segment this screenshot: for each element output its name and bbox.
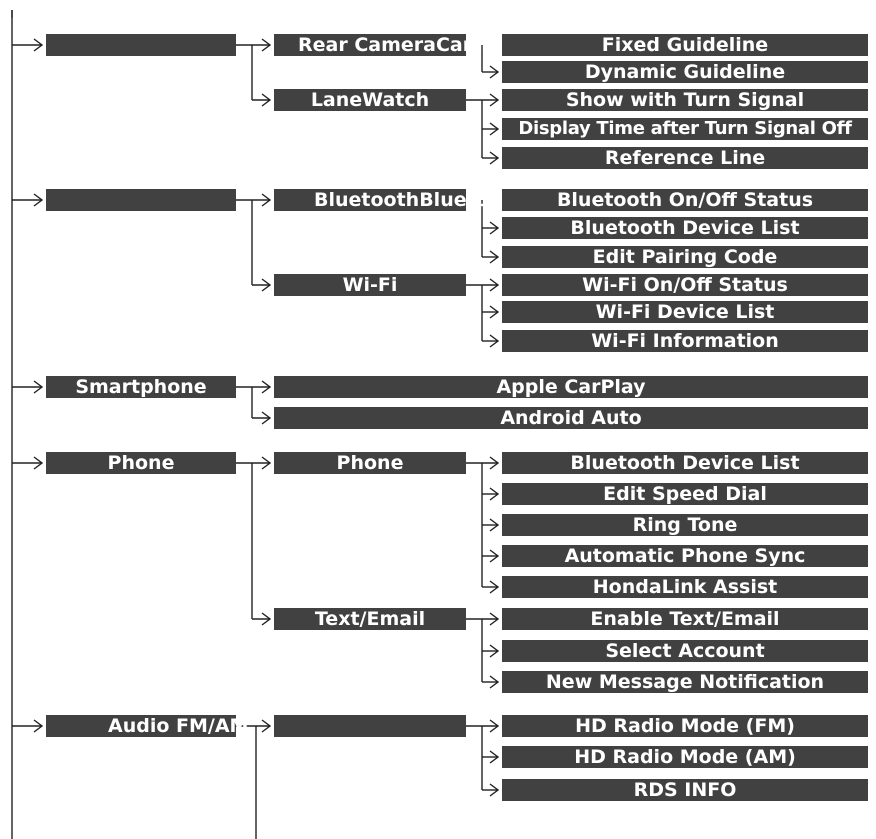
level3-bluetooth-device-list[interactable]: Bluetooth Device List — [502, 217, 868, 239]
level3-edit-pairing-code[interactable]: Edit Pairing Code — [502, 246, 868, 268]
level2-wifi[interactable]: Wi-Fi — [274, 274, 466, 296]
level3-enable-text-email[interactable]: Enable Text/Email — [502, 608, 868, 630]
arrow-head — [489, 518, 500, 532]
arrow-head — [489, 221, 500, 235]
arrow-head — [261, 278, 272, 292]
level1-smartphone[interactable]: Smartphone — [46, 376, 236, 398]
arrow-head — [489, 122, 500, 136]
arrow-head — [489, 151, 500, 165]
arrow-head — [261, 612, 272, 626]
arrow-head — [33, 380, 44, 394]
arrow-head — [489, 580, 500, 594]
level3-select-account[interactable]: Select Account — [502, 640, 868, 662]
arrow-head — [261, 380, 272, 394]
level2-text-email[interactable]: Text/Email — [274, 608, 466, 630]
level3-ring-tone[interactable]: Ring Tone — [502, 514, 868, 536]
level3-wifi-device-list[interactable]: Wi-Fi Device List — [502, 301, 868, 323]
arrow-head — [489, 549, 500, 563]
level3-dynamic-guideline[interactable]: Dynamic Guideline — [502, 61, 868, 83]
level3-automatic-phone-sync[interactable]: Automatic Phone Sync — [502, 545, 868, 567]
arrow-head — [261, 719, 272, 733]
arrow-head — [489, 750, 500, 764]
level3-show-with-turn-signal[interactable]: Show with Turn Signal — [502, 89, 868, 111]
arrow-head — [261, 411, 272, 425]
arrow-head — [489, 719, 500, 733]
level1-audio-fm-am[interactable]: Audio FM/AM — [46, 715, 248, 737]
level3-hondalink-assist[interactable]: HondaLink Assist — [502, 576, 868, 598]
level2-audio[interactable] — [274, 715, 466, 737]
level2-phone[interactable]: Phone — [274, 452, 466, 474]
level3-edit-speed-dial[interactable]: Edit Speed Dial — [502, 483, 868, 505]
level2-lanewatch[interactable]: LaneWatch — [274, 89, 466, 111]
arrow-head — [33, 193, 44, 207]
arrow-head — [489, 65, 500, 79]
level1-phone[interactable]: Phone — [46, 452, 236, 474]
level3-hd-radio-mode-fm[interactable]: HD Radio Mode (FM) — [502, 715, 868, 737]
level2-android-auto[interactable]: Android Auto — [274, 407, 868, 429]
arrow-head — [489, 93, 500, 107]
arrow-head — [489, 612, 500, 626]
level2-bluetooth[interactable]: BluetoothBluetooth/Wi-Fi — [274, 189, 586, 211]
level2-apple-carplay[interactable]: Apple CarPlay — [274, 376, 868, 398]
level2-rear-camera[interactable]: Rear CameraCamera — [274, 34, 518, 56]
arrow-head — [261, 193, 272, 207]
arrow-head — [33, 38, 44, 52]
arrow-head — [33, 719, 44, 733]
arrow-head — [489, 278, 500, 292]
level3-phone-bluetooth-device-list[interactable]: Bluetooth Device List — [502, 452, 868, 474]
level3-bluetooth-on-off-status[interactable]: Bluetooth On/Off Status — [502, 189, 868, 211]
arrow-head — [489, 250, 500, 264]
arrow-head — [489, 783, 500, 797]
level3-new-message-notification[interactable]: New Message Notification — [502, 671, 868, 693]
level3-wifi-on-off-status[interactable]: Wi-Fi On/Off Status — [502, 274, 868, 296]
level3-reference-line[interactable]: Reference Line — [502, 147, 868, 169]
arrow-head — [489, 675, 500, 689]
level3-fixed-guideline[interactable]: Fixed Guideline — [502, 34, 868, 56]
level3-display-time-after-turn-signal-off[interactable]: Display Time after Turn Signal Off — [502, 118, 868, 140]
level3-hd-radio-mode-am[interactable]: HD Radio Mode (AM) — [502, 746, 868, 768]
level3-wifi-information[interactable]: Wi-Fi Information — [502, 330, 868, 352]
level3-rds-info[interactable]: RDS INFO — [502, 779, 868, 801]
arrow-head — [33, 456, 44, 470]
level1-camera[interactable] — [46, 34, 236, 56]
arrow-head — [489, 456, 500, 470]
level1-bluetooth-wifi[interactable] — [46, 189, 236, 211]
arrow-head — [489, 305, 500, 319]
arrow-head — [261, 38, 272, 52]
arrow-head — [489, 487, 500, 501]
arrow-head — [489, 644, 500, 658]
arrow-head — [261, 93, 272, 107]
arrow-head — [489, 334, 500, 348]
arrow-head — [261, 456, 272, 470]
